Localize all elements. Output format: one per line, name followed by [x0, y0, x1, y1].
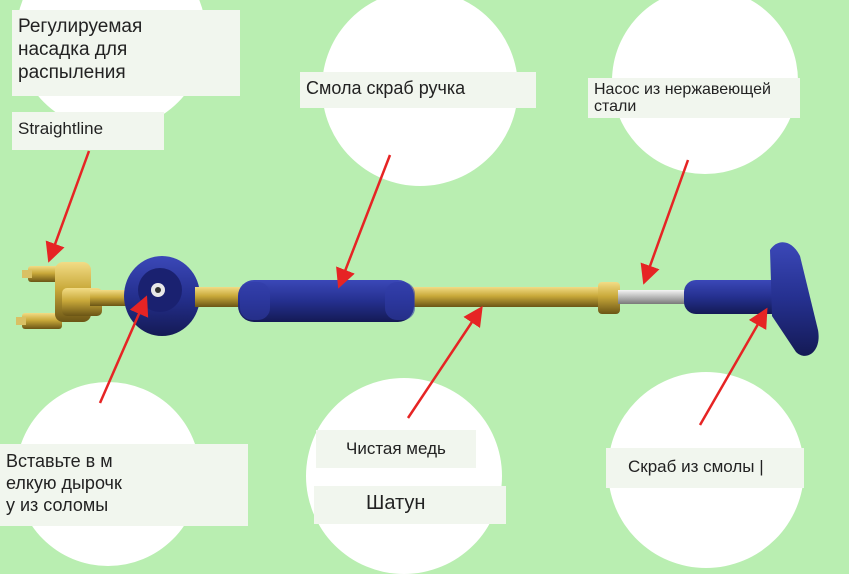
label-straightline: Straightline — [12, 112, 164, 150]
arrow-pump — [640, 159, 690, 285]
arrow-handle — [336, 154, 392, 289]
arrow-straightline — [45, 150, 91, 263]
label-pump: Насос из нержавеющей стали — [588, 78, 800, 118]
label-nozzle: Регулируемая насадка для распыления — [12, 10, 240, 96]
tube-collar — [598, 282, 620, 314]
t-handle — [684, 242, 819, 356]
arrow-copper — [406, 305, 483, 419]
label-copper: Чистая медь — [316, 430, 476, 468]
steel-rod — [618, 290, 688, 304]
label-insert: Вставьте в м елкую дырочк у из соломы — [0, 444, 248, 526]
annotation-arrows — [45, 150, 768, 426]
arrow-insert — [98, 295, 149, 404]
spray-nozzles — [16, 262, 102, 329]
label-rod: Шатун — [314, 486, 506, 524]
arrow-scrub — [698, 307, 768, 426]
label-scrub: Скраб из смолы | — [606, 448, 804, 488]
resin-grip — [238, 280, 415, 322]
label-handle: Смола скраб ручка — [300, 72, 536, 108]
bg-circle-bottom-middle — [306, 378, 502, 574]
